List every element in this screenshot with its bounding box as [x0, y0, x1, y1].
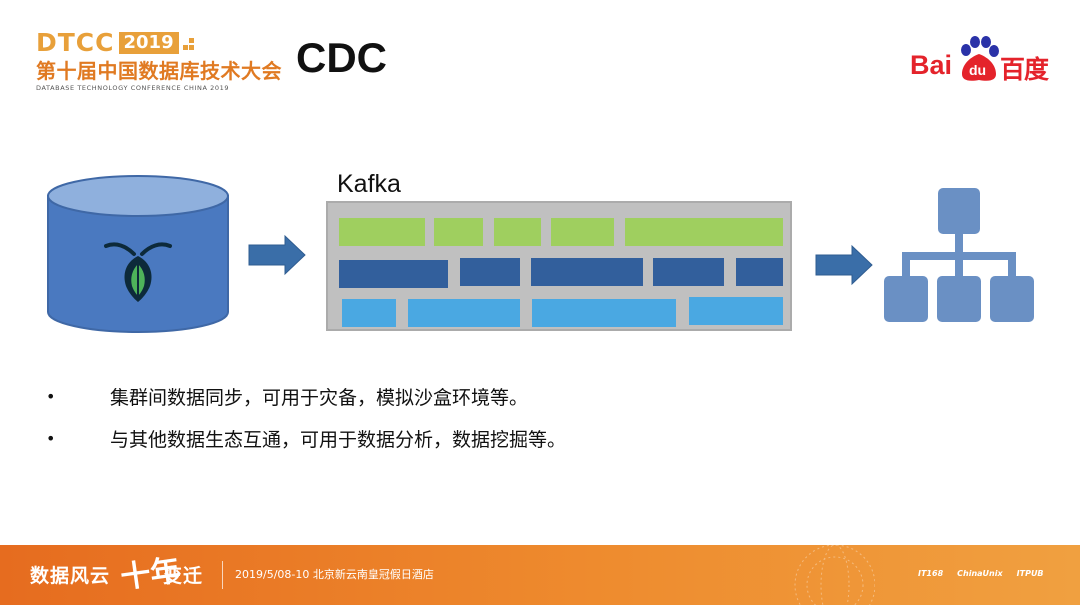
kafka-message-block — [494, 218, 541, 246]
kafka-message-block — [736, 258, 783, 286]
baidu-logo: Bai du 百度 — [908, 36, 1058, 84]
kafka-message-block — [532, 299, 676, 327]
bullet-text: 与其他数据生态互通，可用于数据分析，数据挖掘等。 — [110, 428, 567, 451]
kafka-message-block — [339, 260, 448, 288]
bullet-marker: • — [46, 386, 56, 406]
dtcc-brand: DTCC — [36, 28, 115, 57]
slide-title: CDC — [296, 34, 387, 81]
hierarchy-tree-icon — [884, 188, 1034, 322]
kafka-message-block — [653, 258, 724, 286]
kafka-message-block — [625, 218, 783, 246]
footer-bar: 数据风云 十年 变迁 2019/5/08-10 北京新云南皇冠假日酒店 IT16… — [0, 545, 1080, 605]
baidu-chinese: 百度 — [1000, 55, 1049, 84]
kafka-message-block — [408, 299, 520, 327]
dtcc-name-en: DATABASE TECHNOLOGY CONFERENCE CHINA 201… — [36, 84, 230, 92]
bullet-marker: • — [46, 428, 56, 448]
kafka-message-block — [460, 258, 520, 286]
kafka-message-block — [689, 297, 783, 325]
sponsor-logo: ITPUB — [1016, 569, 1044, 578]
dtcc-year: 2019 — [118, 31, 179, 54]
kafka-label: Kafka — [337, 170, 401, 198]
kafka-message-block — [339, 218, 425, 246]
arrow-right-icon — [248, 234, 306, 276]
bullet-text: 集群间数据同步，可用于灾备，模拟沙盒环境等。 — [110, 386, 529, 409]
footer-date-location: 2019/5/08-10 北京新云南皇冠假日酒店 — [235, 568, 434, 581]
kafka-message-block — [342, 299, 396, 327]
footer-sponsors: IT168 ChinaUnix ITPUB — [918, 569, 1044, 578]
kafka-queue — [326, 201, 792, 331]
baidu-badge: du — [969, 62, 987, 78]
kafka-message-block — [434, 218, 483, 246]
list-item: • 集群间数据同步，可用于灾备，模拟沙盒环境等。 — [44, 382, 566, 410]
dtcc-name-cn: 第十届中国数据库技术大会 — [36, 59, 282, 83]
footer-title-tail: 变迁 — [163, 565, 204, 587]
footer-divider — [222, 561, 223, 589]
dtcc-dots-icon — [182, 32, 195, 54]
dtcc-logo: DTCC 2019 第十届中国数据库技术大会 DATABASE TECHNOLO… — [36, 30, 286, 92]
cockroach-icon — [104, 242, 172, 302]
baidu-paw-icon — [961, 36, 999, 81]
arrow-right-icon — [815, 244, 873, 286]
sponsor-logo: ChinaUnix — [957, 569, 1003, 578]
bullet-list: • 集群间数据同步，可用于灾备，模拟沙盒环境等。 • 与其他数据生态互通，可用于… — [44, 382, 566, 466]
kafka-message-block — [531, 258, 643, 286]
globe-icon — [794, 545, 875, 605]
database-cylinder-icon — [47, 175, 229, 333]
sponsor-logo: IT168 — [918, 569, 944, 578]
baidu-latin: Bai — [910, 50, 953, 80]
footer-title: 数据风云 — [30, 565, 111, 587]
kafka-message-block — [551, 218, 614, 246]
list-item: • 与其他数据生态互通，可用于数据分析，数据挖掘等。 — [44, 424, 566, 452]
